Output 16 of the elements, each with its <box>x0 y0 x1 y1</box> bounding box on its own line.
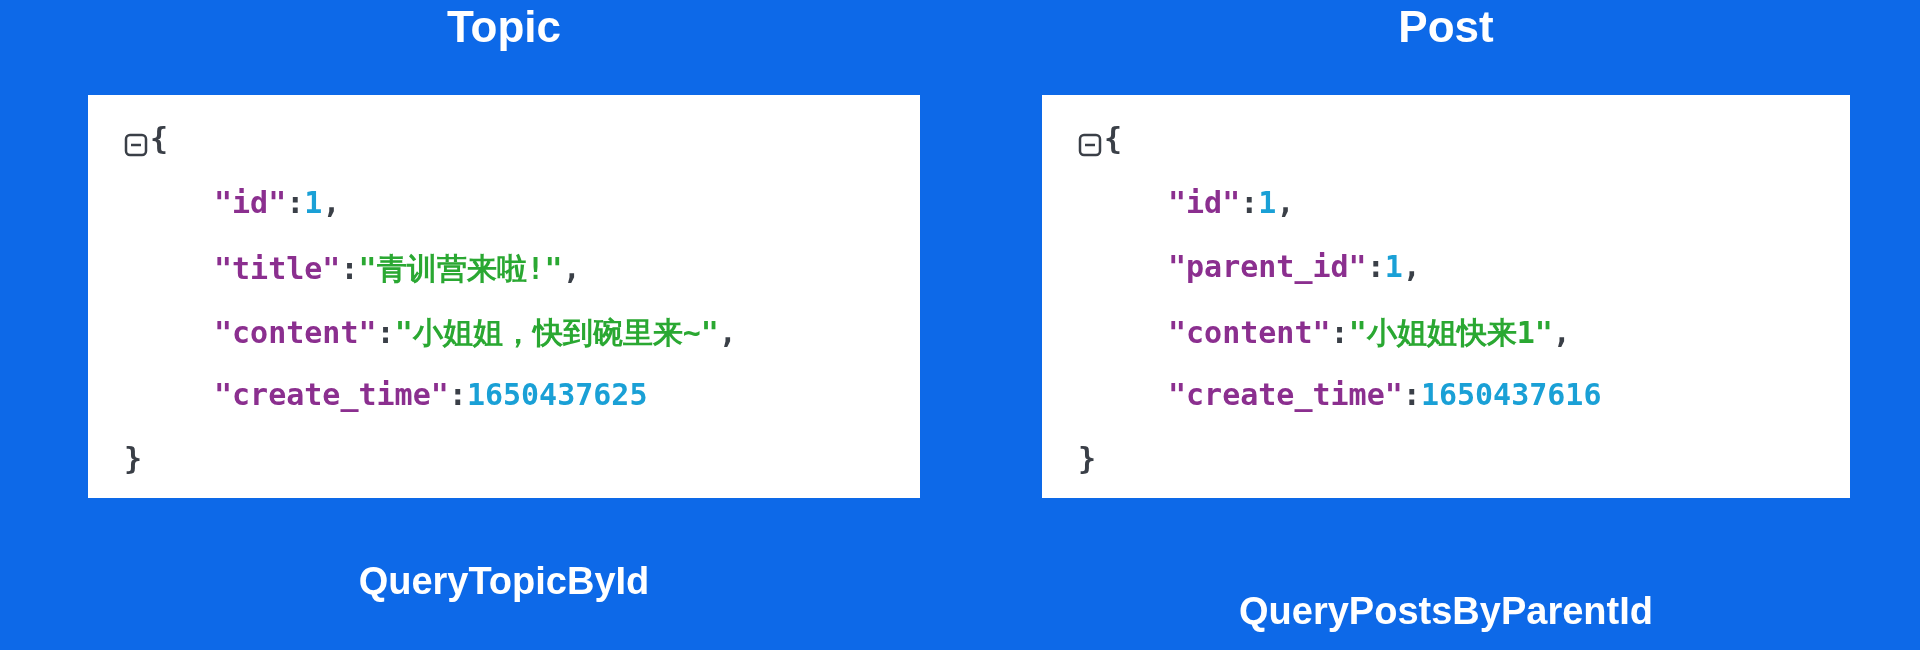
code-line: "title":"青训营来啦!", <box>214 250 581 288</box>
code-line: "id":1, <box>214 185 341 220</box>
code-line: { <box>150 121 169 156</box>
function-name: QueryTopicById <box>358 560 650 603</box>
function-name: QueryPostsByParentId <box>1239 590 1653 633</box>
code-line: } <box>1078 441 1097 476</box>
code-line: } <box>124 441 143 476</box>
code-line: "content":"小姐姐快来1", <box>1168 314 1571 352</box>
code-line: { <box>1104 121 1123 156</box>
panel-title: Topic <box>446 2 562 52</box>
code-line: "create_time":1650437625 <box>214 377 648 412</box>
code-line: "content":"小姐姐，快到碗里来~", <box>214 314 737 352</box>
code-line: "create_time":1650437616 <box>1168 377 1602 412</box>
code-line: "id":1, <box>1168 185 1295 220</box>
panel-title: Post <box>1398 2 1494 52</box>
code-line: "parent_id":1, <box>1168 249 1421 284</box>
